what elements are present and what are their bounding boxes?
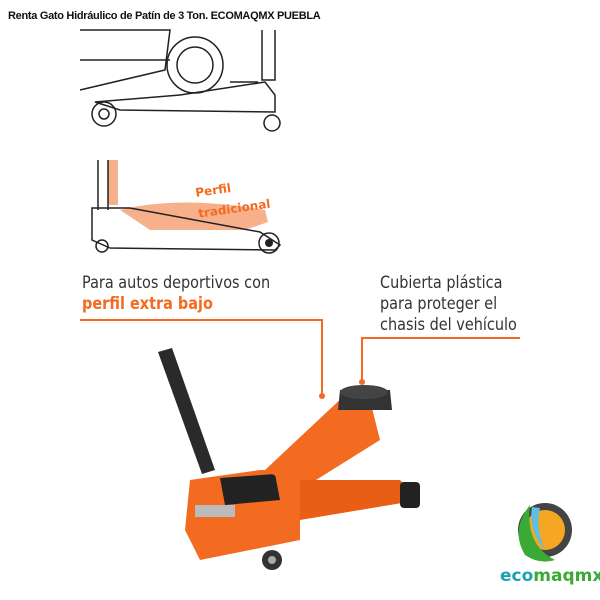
caption-right: Cubierta plástica para proteger el chasi… [380,273,517,336]
caption-right-line2: para proteger el [380,294,498,314]
logo-text-maqmx: maqmx [533,566,600,586]
callout-line-left [80,319,323,395]
hydraulic-jack [158,348,420,570]
page-title: Renta Gato Hidráulico de Patín de 3 Ton.… [8,10,321,22]
ecomaqmx-logo-icon [518,503,572,562]
caption-left-highlight: perfil extra bajo [82,294,213,314]
callout-line-right [361,337,520,380]
logo-text: ecomaqmx [500,566,600,586]
caption-left: Para autos deportivos con perfil extra b… [82,273,270,315]
caption-right-line3: chasis del vehículo [380,315,517,335]
caption-right-line1: Cubierta plástica [380,273,503,293]
traditional-profile-diagram [91,160,282,254]
low-profile-diagram [79,29,281,132]
logo-text-eco: eco [500,566,534,586]
caption-left-line1: Para autos deportivos con [82,273,271,293]
